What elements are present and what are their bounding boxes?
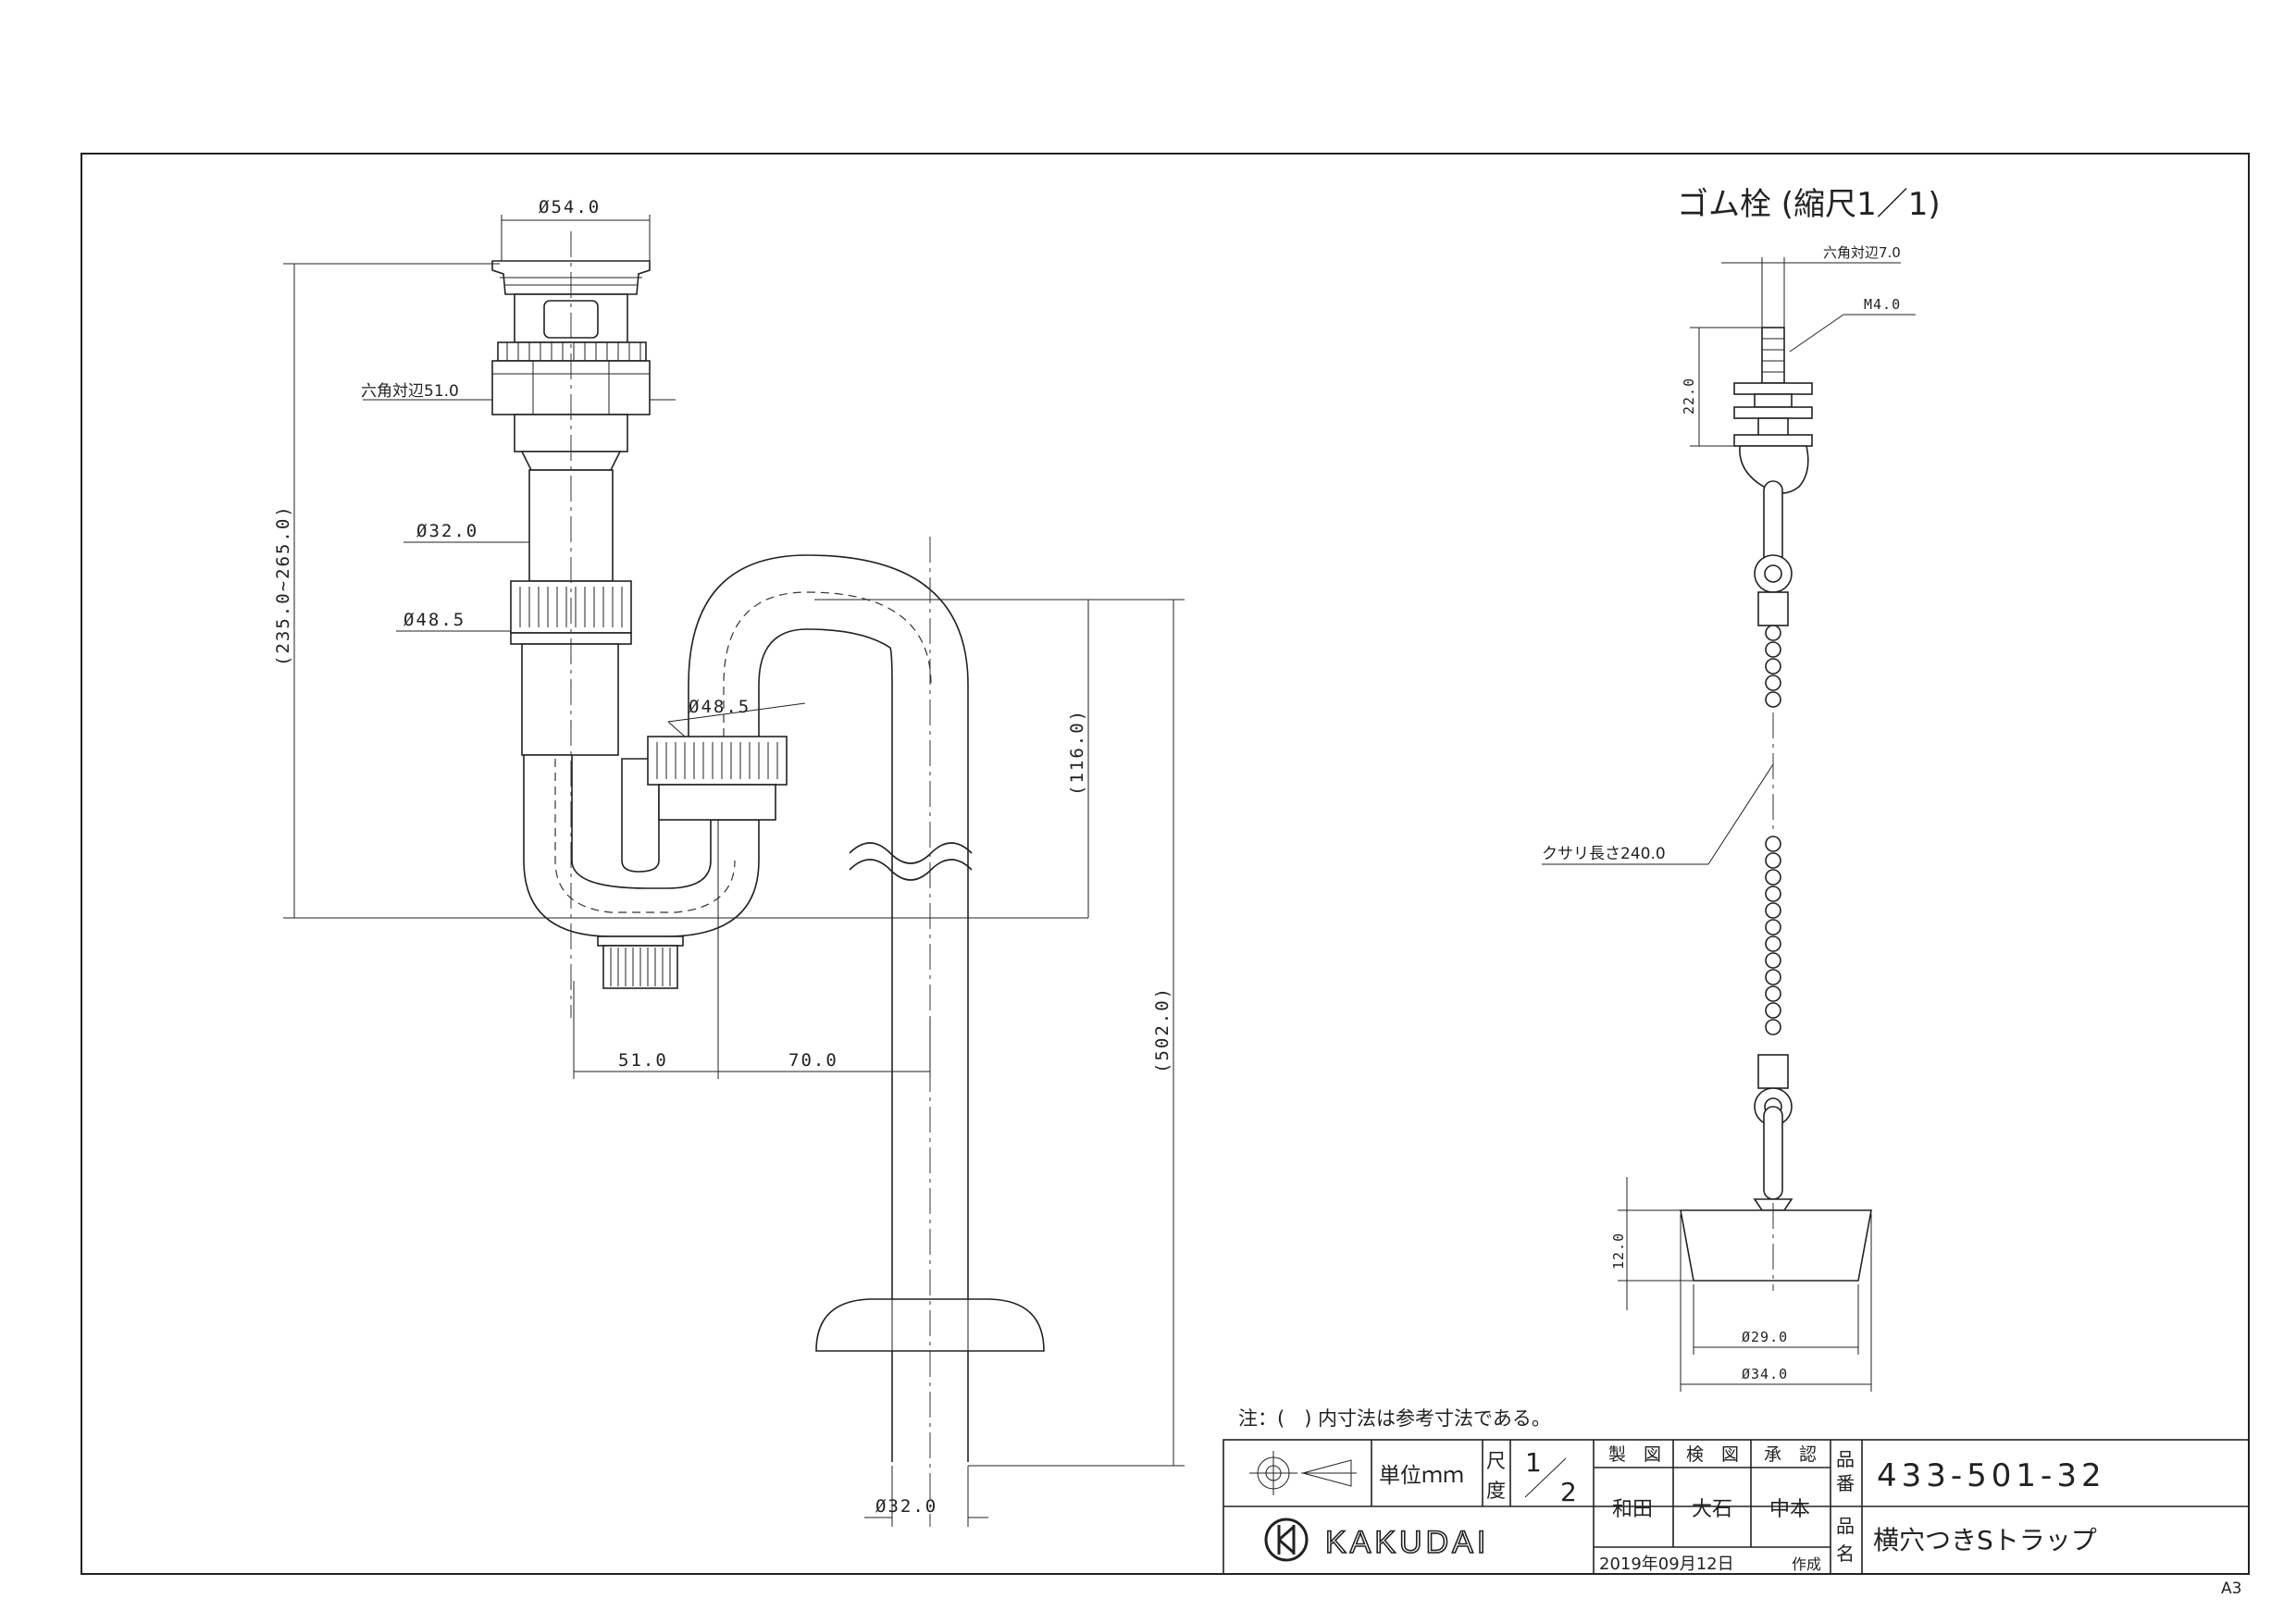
dim-d54: Ø54.0 — [539, 197, 601, 217]
dim-d32: Ø32.0 — [416, 521, 478, 541]
dim-m4: M4.0 — [1864, 296, 1901, 313]
created-suffix: 作成 — [1792, 1555, 1821, 1573]
col-checked: 検 図 — [1686, 1444, 1739, 1465]
stopper-drawing: ゴム栓 (縮尺1／1) — [1542, 186, 1941, 1392]
dim-d485-b: Ø48.5 — [689, 697, 751, 717]
dim-hex51: 六角対辺51.0 — [361, 382, 459, 401]
dim-h12: 12.0 — [1610, 1233, 1627, 1270]
sheet-border — [81, 153, 2250, 1575]
stopper-title: ゴム栓 (縮尺1／1) — [1677, 186, 1941, 223]
dim-h22: 22.0 — [1681, 378, 1697, 415]
col-approved: 承 認 — [1764, 1444, 1817, 1465]
dim-d32-bottom: Ø32.0 — [875, 1496, 937, 1517]
dim-h502: (502.0) — [1152, 986, 1173, 1073]
dim-hex7: 六角対辺7.0 — [1823, 244, 1901, 261]
dim-w70: 70.0 — [788, 1050, 838, 1071]
scale-den: 2 — [1560, 1477, 1577, 1507]
created-date: 2019年09月12日 — [1599, 1555, 1734, 1574]
dim-chain: クサリ長さ240.0 — [1542, 845, 1666, 863]
dim-w51: 51.0 — [618, 1050, 668, 1071]
dim-h116: (116.0) — [1067, 709, 1087, 796]
title-block: 単位ｍｍ 尺 度 1 2 製 図 検 図 承 認 和田 大石 中本 品 番 43… — [1222, 1439, 2250, 1575]
part-no-label-1: 品 — [1836, 1448, 1855, 1470]
part-name-label-2: 名 — [1836, 1542, 1855, 1565]
dim-h235: (235.0~265.0) — [273, 504, 293, 666]
name-checked: 大石 — [1692, 1498, 1732, 1521]
brand-name: KAKUDAI — [1325, 1525, 1489, 1560]
part-name: 横穴つきSトラップ — [1873, 1525, 2097, 1555]
scale-num: 1 — [1525, 1447, 1542, 1478]
s-trap-drawing — [491, 231, 1045, 1527]
part-no-label-2: 番 — [1836, 1472, 1855, 1494]
dim-d34: Ø34.0 — [1742, 1366, 1788, 1382]
part-name-label-1: 品 — [1836, 1515, 1855, 1537]
part-no: 433-501-32 — [1877, 1457, 2106, 1494]
name-approved: 中本 — [1769, 1498, 1810, 1521]
dim-d29: Ø29.0 — [1742, 1329, 1788, 1345]
name-drawn: 和田 — [1612, 1498, 1653, 1521]
unit-label: 単位ｍｍ — [1379, 1464, 1464, 1488]
kakudai-logo-icon — [1264, 1518, 1309, 1562]
dim-d485-a: Ø48.5 — [403, 610, 465, 630]
col-drawn: 製 図 — [1608, 1444, 1661, 1465]
projection-symbol-icon — [1249, 1451, 1357, 1495]
scale-label-1: 尺 — [1486, 1450, 1506, 1472]
scale-label-2: 度 — [1486, 1480, 1506, 1502]
note-reference: 注：( ) 内寸法は参考寸法である。 — [1238, 1407, 1551, 1430]
sheet-size: A3 — [2221, 1580, 2241, 1598]
main-dimensions: Ø54.0 六角対辺51.0 Ø32.0 Ø48.5 Ø48.5 (235.0~… — [273, 197, 1185, 1527]
